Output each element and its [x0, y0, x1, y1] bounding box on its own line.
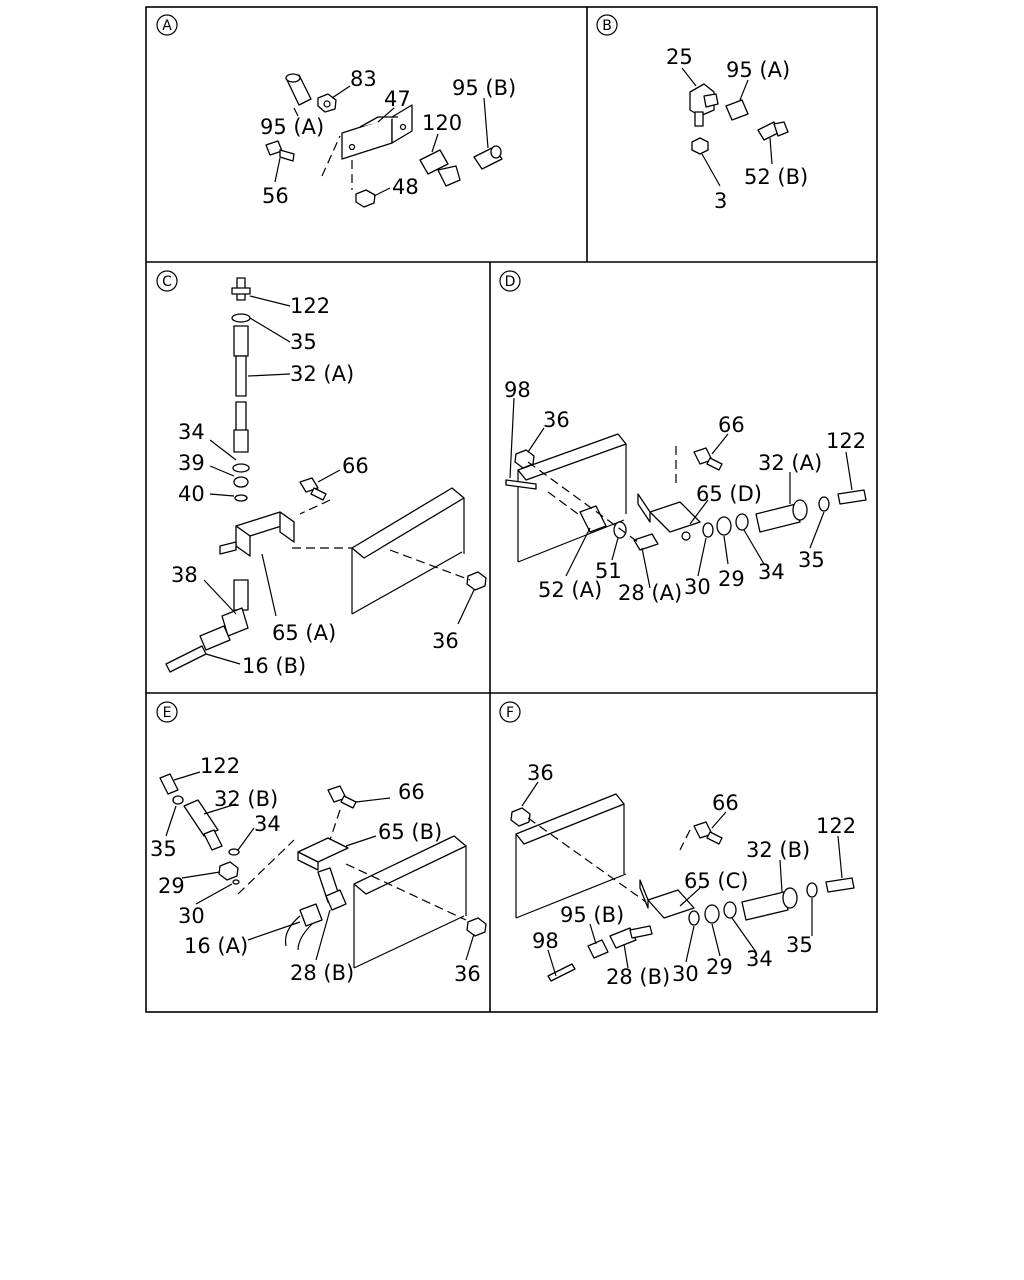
- label-b-25: 25: [666, 45, 693, 69]
- label-e-32b: 32 (B): [214, 787, 278, 811]
- label-d-35: 35: [798, 548, 825, 572]
- label-a-95b: 95 (B): [452, 76, 516, 100]
- label-a-83: 83: [350, 67, 377, 91]
- label-d-32a: 32 (A): [758, 451, 822, 475]
- svg-text:E: E: [163, 705, 172, 721]
- label-e-29: 29: [158, 874, 185, 898]
- label-c-35: 35: [290, 330, 317, 354]
- label-e-34: 34: [254, 812, 281, 836]
- section-f-drawing: [510, 781, 855, 982]
- label-e-36: 36: [454, 962, 481, 986]
- svg-text:C: C: [162, 274, 172, 290]
- section-c-marker: C: [156, 270, 178, 292]
- label-c-122: 122: [290, 294, 330, 318]
- label-c-16b: 16 (B): [242, 654, 306, 678]
- label-d-30: 30: [684, 575, 711, 599]
- label-c-39: 39: [178, 451, 205, 475]
- label-f-28b: 28 (B): [606, 965, 670, 989]
- label-d-34: 34: [758, 560, 785, 584]
- label-f-95b: 95 (B): [560, 903, 624, 927]
- panel-frames: [145, 6, 878, 1013]
- label-d-52a: 52 (A): [538, 578, 602, 602]
- label-c-32a: 32 (A): [290, 362, 354, 386]
- label-c-34: 34: [178, 420, 205, 444]
- label-c-38: 38: [171, 563, 198, 587]
- label-a-120: 120: [422, 111, 462, 135]
- label-f-30: 30: [672, 962, 699, 986]
- label-d-122: 122: [826, 429, 866, 453]
- section-e-marker: E: [156, 701, 178, 723]
- section-a-marker: A: [156, 14, 178, 36]
- label-a-56: 56: [262, 184, 289, 208]
- label-d-29: 29: [718, 567, 745, 591]
- svg-text:F: F: [506, 705, 514, 721]
- section-b-drawing: [681, 67, 789, 187]
- label-c-40: 40: [178, 482, 205, 506]
- label-f-34: 34: [746, 947, 773, 971]
- label-c-36: 36: [432, 629, 459, 653]
- label-f-66: 66: [712, 791, 739, 815]
- label-d-66: 66: [718, 413, 745, 437]
- label-e-30: 30: [178, 904, 205, 928]
- svg-text:A: A: [162, 18, 172, 34]
- section-c-drawing: [165, 277, 487, 673]
- section-e-drawing: [159, 771, 487, 969]
- section-a-drawing: [265, 73, 503, 208]
- label-a-47: 47: [384, 87, 411, 111]
- label-e-28b: 28 (B): [290, 961, 354, 985]
- section-b-marker: B: [596, 14, 618, 36]
- label-e-35: 35: [150, 837, 177, 861]
- label-f-65c: 65 (C): [684, 869, 748, 893]
- label-a-95a: 95 (A): [260, 115, 324, 139]
- label-d-28a: 28 (A): [618, 581, 682, 605]
- label-c-66: 66: [342, 454, 369, 478]
- label-f-35: 35: [786, 933, 813, 957]
- svg-text:B: B: [602, 18, 612, 34]
- label-f-32b: 32 (B): [746, 838, 810, 862]
- label-d-98: 98: [504, 378, 531, 402]
- section-d-drawing: [505, 397, 867, 589]
- svg-text:D: D: [505, 274, 516, 290]
- label-f-98: 98: [532, 929, 559, 953]
- section-d-marker: D: [499, 270, 521, 292]
- label-e-16a: 16 (A): [184, 934, 248, 958]
- label-e-65b: 65 (B): [378, 820, 442, 844]
- label-d-36: 36: [543, 408, 570, 432]
- label-a-48: 48: [392, 175, 419, 199]
- label-c-65a: 65 (A): [272, 621, 336, 645]
- label-e-122: 122: [200, 754, 240, 778]
- label-f-122: 122: [816, 814, 856, 838]
- label-f-36: 36: [527, 761, 554, 785]
- label-d-65d: 65 (D): [696, 482, 762, 506]
- label-b-52b: 52 (B): [744, 165, 808, 189]
- label-e-66: 66: [398, 780, 425, 804]
- label-d-51: 51: [595, 559, 622, 583]
- label-b-95a: 95 (A): [726, 58, 790, 82]
- section-f-marker: F: [499, 701, 521, 723]
- label-f-29: 29: [706, 955, 733, 979]
- label-b-3: 3: [714, 189, 727, 213]
